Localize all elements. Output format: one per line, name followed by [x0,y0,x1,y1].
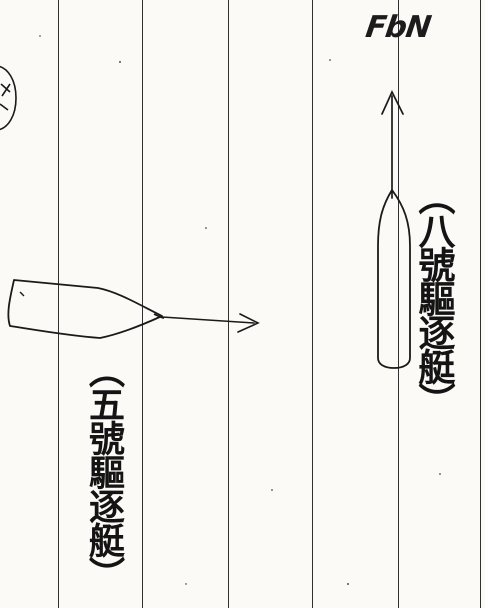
boat-five-caption: （五號驅逐艇） [83,352,125,590]
arrow-up-icon [381,90,404,199]
ruled-line [142,0,143,608]
paper-specks [39,35,441,585]
ruled-line [228,0,229,608]
heading-mark-label: FbN [363,10,433,45]
boat-five-hull [7,279,165,339]
boat-five-marks [19,291,25,297]
ruled-line [480,0,481,608]
ruled-line [312,0,313,608]
arrow-right-icon [161,313,260,333]
boat-eight-hull [377,189,411,369]
circled-mark-fragment [0,65,17,131]
ruled-line [398,0,399,608]
boat-eight-caption: （八號驅逐艇） [412,178,456,416]
ruled-line [58,0,59,608]
